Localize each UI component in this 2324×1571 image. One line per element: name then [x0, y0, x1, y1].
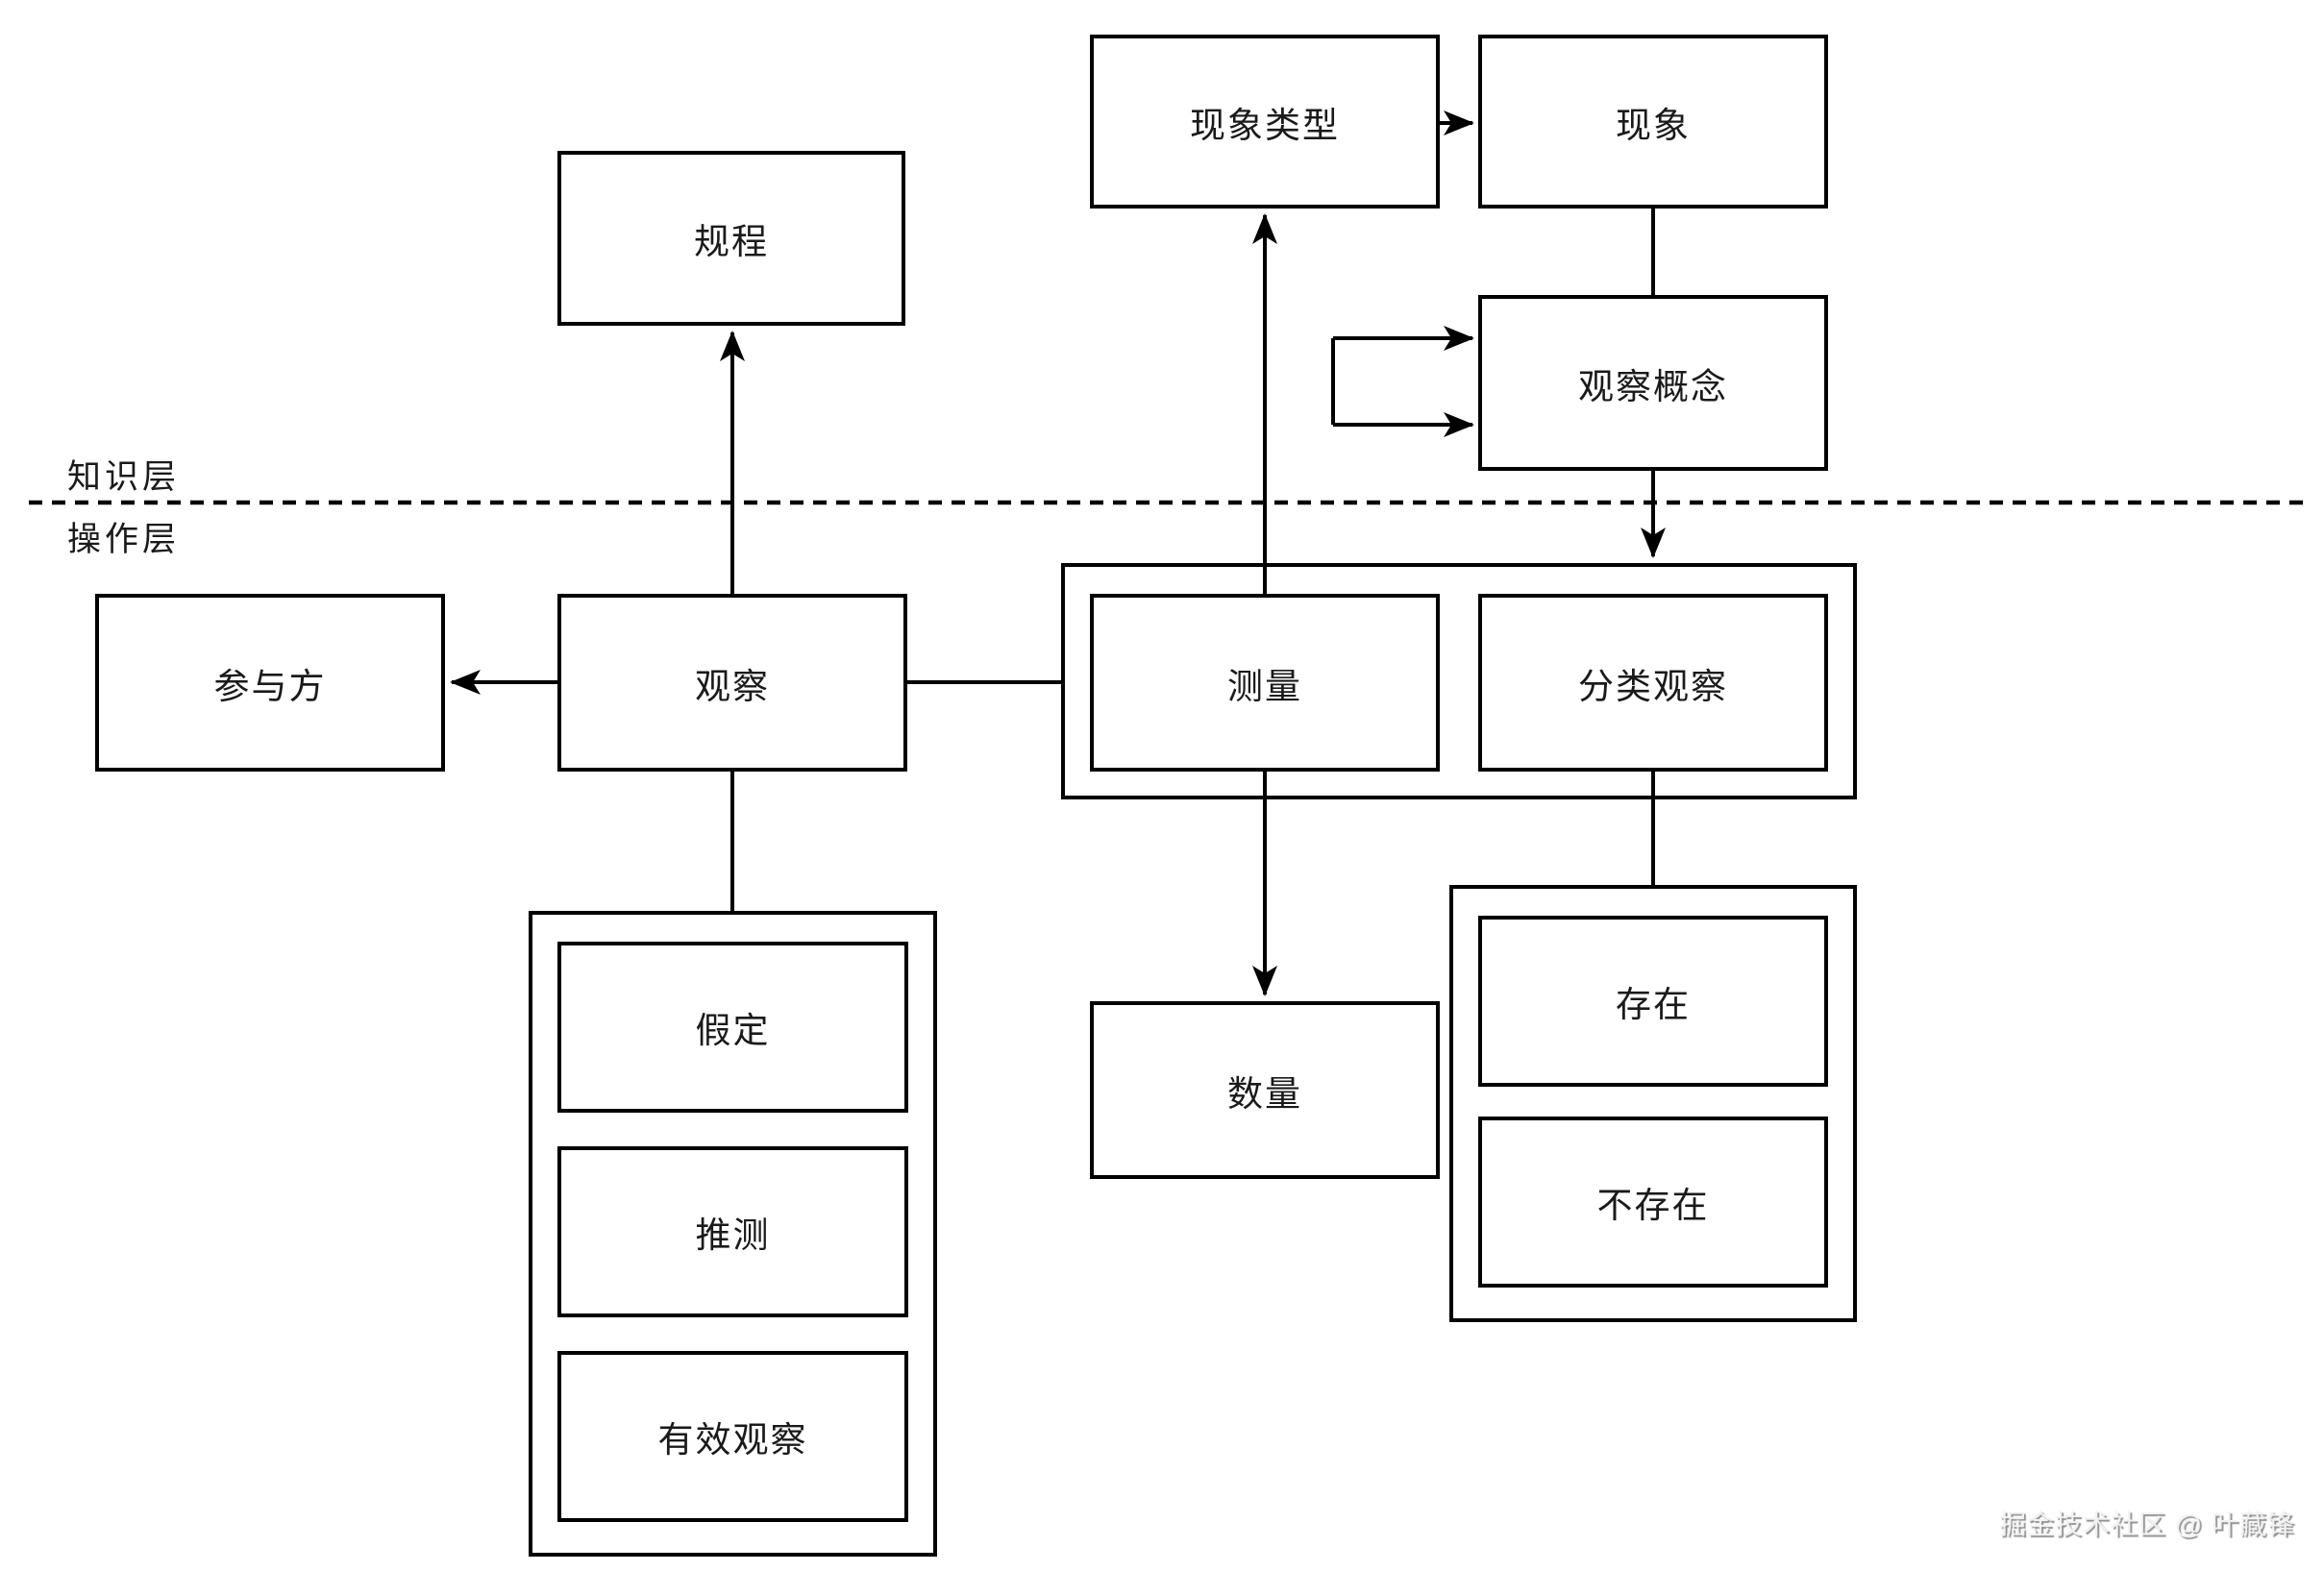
- watermark-text: 掘金技术社区 @ 叶藏锋: [1999, 1510, 2295, 1539]
- node-cunzai: 存在: [1478, 916, 1828, 1087]
- existence-group-box: [1449, 885, 1857, 1322]
- node-guancha: 观察: [557, 594, 907, 772]
- observation-types-group-box: [1061, 563, 1857, 799]
- node-shuliang: 数量: [1090, 1001, 1440, 1179]
- node-xianxiang-leixing: 现象类型: [1090, 35, 1440, 209]
- node-celiang: 测量: [1090, 594, 1440, 772]
- node-tuice: 推测: [557, 1146, 908, 1317]
- node-guancha-gainian: 观察概念: [1478, 295, 1828, 471]
- assumption-group-box: [529, 911, 937, 1557]
- node-jiading: 假定: [557, 942, 908, 1113]
- node-xianxiang: 现象: [1478, 35, 1828, 209]
- node-bucunzai: 不存在: [1478, 1117, 1828, 1288]
- knowledge-layer-label: 知识层: [67, 458, 181, 496]
- node-fenlei-guancha: 分类观察: [1478, 594, 1828, 772]
- node-guicheng: 规程: [557, 151, 905, 326]
- node-youxiao-guancha: 有效观察: [557, 1351, 908, 1522]
- node-canyufang: 参与方: [95, 594, 445, 772]
- operation-layer-label: 操作层: [67, 521, 181, 558]
